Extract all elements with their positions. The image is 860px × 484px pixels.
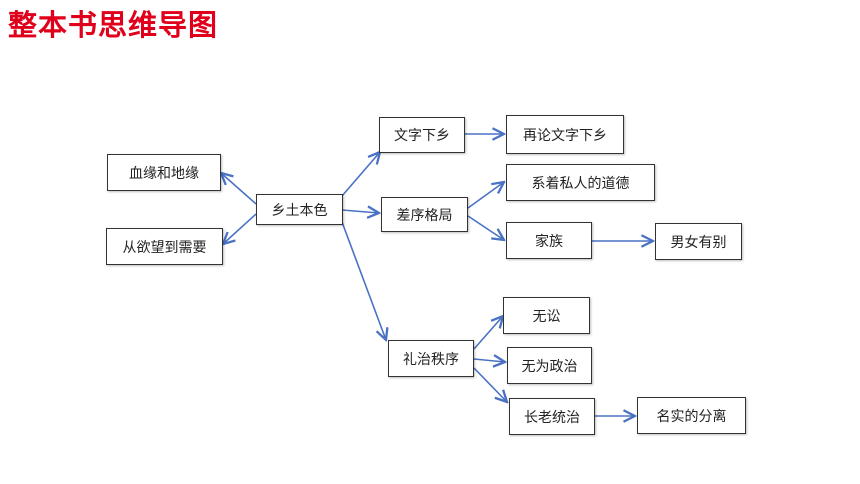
node-inaction-politics: 无为政治	[507, 347, 592, 384]
node-family: 家族	[506, 222, 592, 259]
arrow-ritual-to-elder-rule	[473, 367, 507, 402]
node-text-rural: 文字下乡	[379, 117, 465, 153]
arrow-ritual-to-no-litigation	[473, 316, 503, 350]
arrow-center-to-desire-need	[223, 213, 257, 244]
node-no-litigation: 无讼	[503, 297, 590, 334]
arrow-center-to-differential	[341, 210, 379, 213]
arrow-center-to-ritual-order	[341, 221, 386, 340]
node-center: 乡土本色	[256, 194, 343, 225]
arrow-center-to-blood-land	[221, 173, 257, 205]
arrow-ritual-to-inaction	[473, 359, 505, 362]
page-title: 整本书思维导图	[8, 8, 219, 42]
node-gender: 男女有别	[655, 223, 742, 260]
node-desire-need: 从欲望到需要	[106, 228, 223, 265]
node-text-rural-again: 再论文字下乡	[506, 115, 624, 154]
node-elder-rule: 长老统治	[509, 398, 595, 435]
node-differential: 差序格局	[381, 197, 468, 232]
node-name-reality: 名实的分离	[637, 397, 746, 434]
arrow-differential-to-family	[467, 215, 504, 240]
node-ritual-order: 礼治秩序	[388, 340, 474, 377]
node-blood-land: 血缘和地缘	[107, 154, 221, 191]
arrow-differential-to-morality	[467, 182, 504, 209]
node-private-morality: 系着私人的道德	[506, 164, 655, 201]
arrow-center-to-text-rural	[341, 152, 380, 197]
